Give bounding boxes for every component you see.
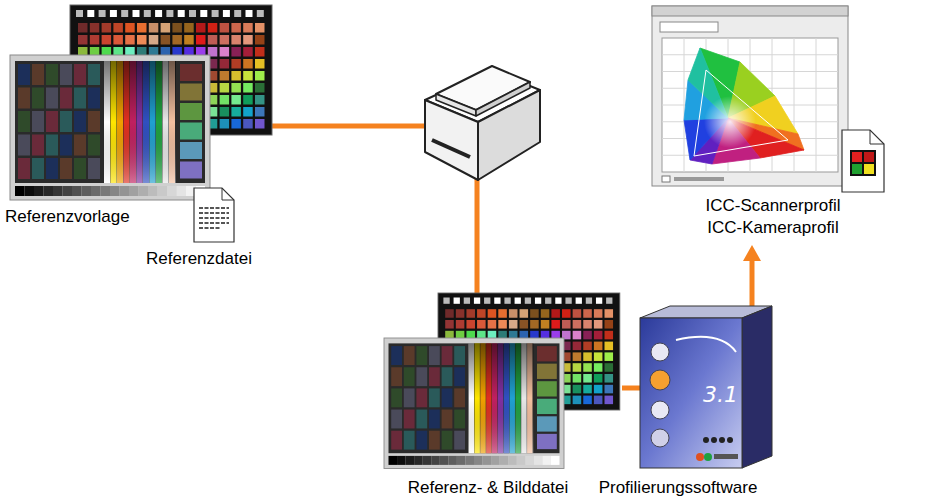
node-label: Referenz- & Bilddatei — [408, 478, 569, 498]
document-icon — [194, 188, 234, 242]
illustration-node: Referenzdatei — [194, 188, 234, 242]
node-label: ICC-Scannerprofil — [705, 196, 840, 216]
node-label: Referenzvorlage — [5, 207, 130, 227]
connector-line — [622, 386, 640, 391]
scanned-chart-pair — [384, 293, 620, 469]
connector-line — [750, 257, 755, 306]
illustration-node: ICC-ScannerprofilICC-Kameraprofil — [650, 3, 887, 243]
arrow-head — [743, 245, 761, 261]
reference-chart-pair — [10, 5, 272, 200]
profile-file-icon — [842, 130, 884, 192]
workflow-connector — [743, 245, 761, 306]
illustration-node: Referenzvorlage — [10, 5, 272, 200]
gamut-window — [652, 6, 848, 186]
scanner-icon — [425, 66, 540, 180]
software-box — [640, 306, 772, 468]
node-label: Referenzdatei — [146, 249, 252, 269]
node-label: ICC-Kameraprofil — [707, 218, 838, 238]
illustration-node: Referenz- & Bilddatei — [384, 293, 622, 471]
node-label: Profilierungssoftware — [599, 478, 758, 498]
workflow-connector — [622, 388, 640, 389]
version-number: 3.1 — [703, 382, 738, 407]
